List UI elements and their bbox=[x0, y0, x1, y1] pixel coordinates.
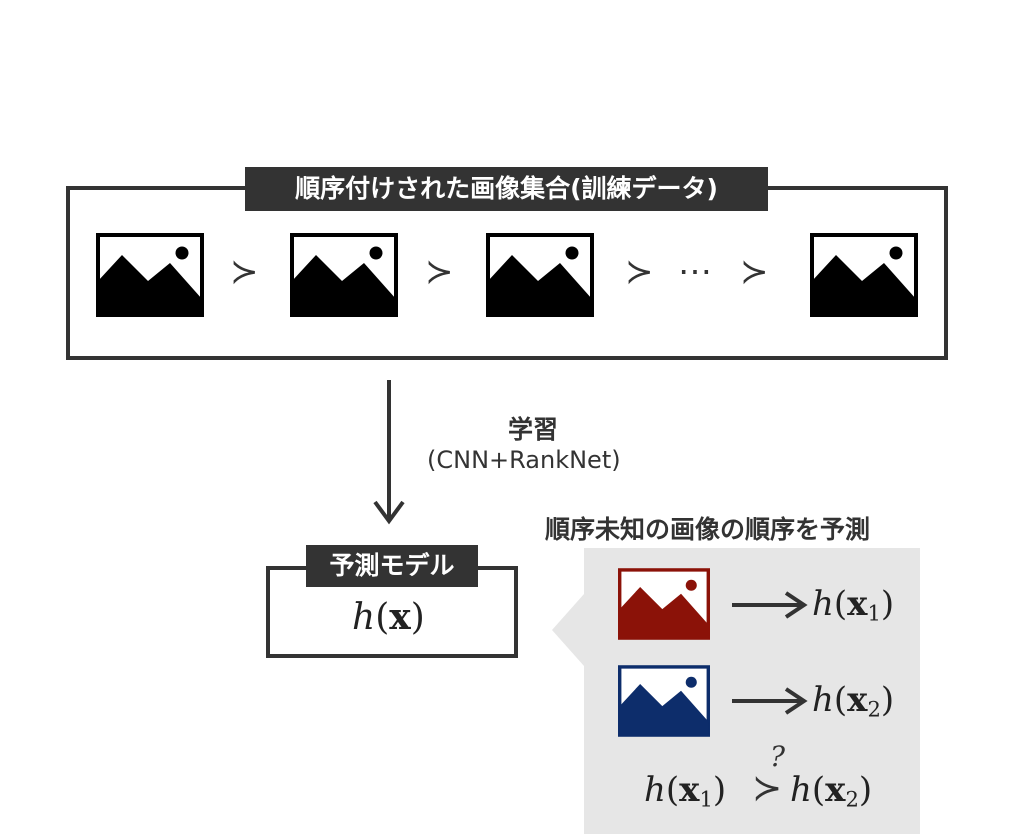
succ-symbol-2: ≻ bbox=[425, 252, 454, 292]
training-image-4 bbox=[810, 233, 918, 321]
prediction-title: 順序未知の画像の順序を予測 bbox=[545, 515, 871, 544]
succ-symbol-3: ≻ bbox=[625, 252, 654, 292]
training-image-2 bbox=[290, 233, 398, 321]
learning-label: 学習 bbox=[508, 415, 559, 444]
comparison-right: h(x2) bbox=[790, 770, 873, 812]
image-icon bbox=[810, 233, 918, 317]
comparison-left: h(x1) bbox=[644, 770, 727, 812]
image-icon bbox=[618, 568, 710, 640]
image-icon bbox=[618, 665, 710, 737]
comparison-question: ? bbox=[770, 740, 786, 773]
succ-symbol-1: ≻ bbox=[230, 252, 259, 292]
predict-output-1: h(x1) bbox=[812, 584, 895, 626]
right-arrow-2 bbox=[732, 687, 808, 715]
model-function: h(x) bbox=[352, 596, 425, 638]
predict-image-2 bbox=[618, 665, 710, 741]
learning-method: (CNN+RankNet) bbox=[427, 446, 621, 474]
down-arrow bbox=[373, 380, 405, 525]
training-set-title: 順序付けされた画像集合(訓練データ) bbox=[245, 167, 768, 211]
comparison-succ: ≻ bbox=[752, 768, 783, 809]
training-image-3 bbox=[486, 233, 594, 321]
predict-image-1 bbox=[618, 568, 710, 644]
image-icon bbox=[290, 233, 398, 317]
succ-symbol-4: ≻ bbox=[740, 252, 769, 292]
predict-output-2: h(x2) bbox=[812, 680, 895, 722]
image-icon bbox=[96, 233, 204, 317]
ellipsis: ⋯ bbox=[678, 252, 712, 292]
image-icon bbox=[486, 233, 594, 317]
model-title: 予測モデル bbox=[306, 545, 478, 587]
right-arrow-1 bbox=[732, 591, 808, 619]
training-image-1 bbox=[96, 233, 204, 321]
